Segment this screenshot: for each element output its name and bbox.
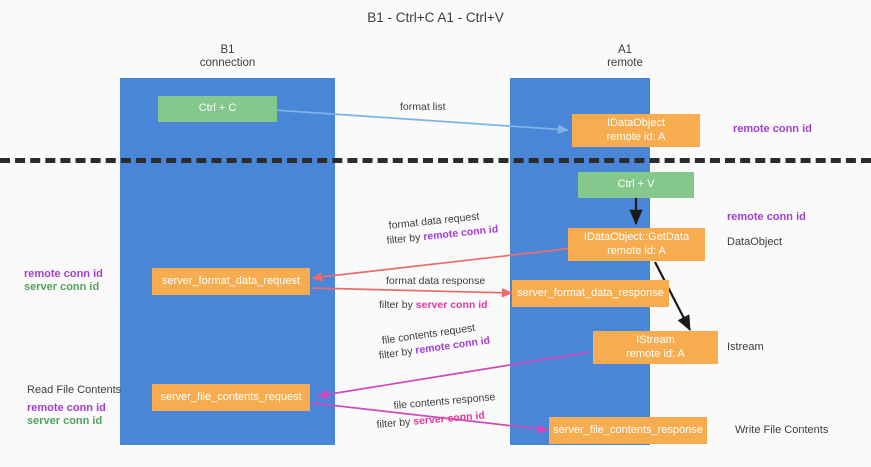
node-istream-remote[interactable]: IStream remote id: A — [593, 331, 718, 364]
right-label-istream: Istream — [727, 341, 764, 353]
node-server-file-contents-response[interactable]: server_file_contents_response — [549, 417, 707, 444]
node-ctrl-v-label: Ctrl + V — [617, 178, 655, 191]
edge-format-data-request — [310, 247, 575, 282]
node-getdata-line1: IDataObject::GetData — [583, 231, 690, 243]
node-server-format-data-request[interactable]: server_format_data_request — [152, 268, 310, 295]
node-server-format-data-response-label: server_format_data_response — [517, 286, 664, 299]
left-label-remote-conn-id-mid: remote conn id — [24, 268, 103, 280]
filter-prefix: filter by — [386, 231, 424, 247]
page-title: B1 - Ctrl+C A1 - Ctrl+V — [367, 10, 504, 25]
edge-label-format-data-response: format data response — [386, 275, 486, 287]
filter-key-server-conn-id: server conn id — [415, 299, 488, 311]
node-ctrl-c-label: Ctrl + C — [198, 102, 237, 115]
left-label-remote-conn-id-bottom: remote conn id — [27, 402, 106, 414]
right-label-remote-conn-id-mid: remote conn id — [727, 211, 806, 223]
edge-format-data-response — [311, 287, 514, 298]
swimlane-b1-connection — [120, 78, 335, 445]
edge-format-list — [273, 109, 570, 135]
right-label-remote-conn-id-top: remote conn id — [733, 123, 812, 135]
node-server-file-contents-request-label: server_file_contents_request — [160, 390, 302, 403]
edge-label-format-data-response-filter: filter by server conn id — [379, 298, 488, 312]
right-label-dataobject: DataObject — [727, 236, 783, 248]
node-istream-line2: remote id: A — [626, 347, 685, 360]
filter-prefix: filter by — [379, 299, 416, 311]
right-label-write-file-contents: Write File Contents — [735, 424, 829, 436]
node-getdata-line2: remote id: A — [607, 244, 666, 257]
phase-divider — [0, 158, 871, 163]
filter-prefix: filter by — [376, 415, 414, 431]
node-server-file-contents-response-label: server_file_contents_response — [553, 423, 703, 436]
node-idataobject-line2: remote id: A — [606, 130, 666, 143]
lane-header-a1: A1 remote — [607, 44, 643, 69]
left-label-read-file-contents: Read File Contents — [27, 384, 122, 396]
node-ctrl-c[interactable]: Ctrl + C — [158, 96, 277, 122]
node-server-file-contents-request[interactable]: server_file_contents_request — [152, 384, 310, 411]
left-label-server-conn-id-bottom: server conn id — [27, 415, 103, 427]
node-istream-line1: IStream — [636, 334, 675, 346]
node-ctrl-v[interactable]: Ctrl + V — [578, 172, 694, 198]
edge-file-contents-request — [316, 351, 591, 400]
node-idataobject-getdata[interactable]: IDataObject::GetData remote id: A — [568, 228, 705, 261]
node-server-format-data-response[interactable]: server_format_data_response — [512, 280, 669, 307]
edge-getdata-to-istream — [654, 261, 691, 331]
node-idataobject-remote[interactable]: IDataObject remote id: A — [572, 114, 700, 147]
node-idataobject-line1: IDataObject — [606, 117, 666, 129]
lane-header-b1: B1 connection — [199, 44, 256, 69]
node-server-format-data-request-label: server_format_data_request — [161, 274, 301, 287]
left-label-server-conn-id-mid: server conn id — [24, 281, 100, 293]
edge-file-contents-response — [311, 402, 550, 434]
edge-label-format-list: format list — [400, 101, 446, 113]
